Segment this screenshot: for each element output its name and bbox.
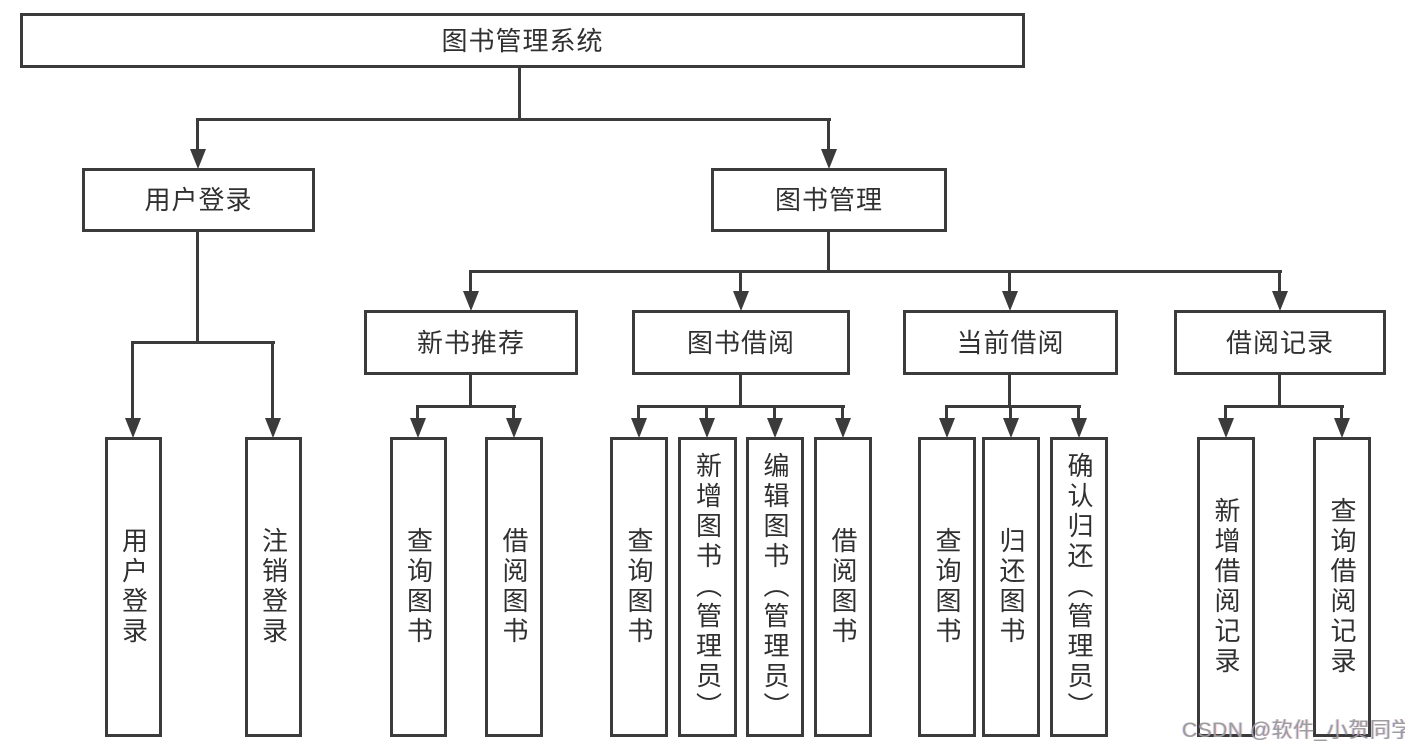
connector-line — [131, 341, 275, 344]
connector-line — [827, 232, 830, 273]
leaf-records-add-record: 新增借阅记录 — [1197, 437, 1255, 737]
connector-line — [518, 68, 521, 118]
leaf-borrow-edit-books-admin: 编辑图书（管理员） — [746, 437, 804, 737]
leaf-borrow-query-books: 查询图书 — [610, 437, 668, 737]
node-current-borrowing: 当前借阅 — [903, 310, 1118, 375]
arrowhead-down-icon — [733, 291, 749, 311]
arrowhead-down-icon — [265, 418, 281, 438]
leaf-records-query-record: 查询借阅记录 — [1313, 437, 1371, 737]
connector-line — [1224, 405, 1344, 408]
arrowhead-down-icon — [410, 418, 426, 438]
connector-line — [512, 405, 515, 420]
arrowhead-down-icon — [835, 418, 851, 438]
arrowhead-down-icon — [1003, 418, 1019, 438]
leaf-borrow-borrow-books: 借阅图书 — [814, 437, 872, 737]
connector-line — [131, 341, 134, 419]
connector-line — [827, 118, 830, 150]
connector-line — [739, 270, 742, 293]
connector-line — [1008, 375, 1011, 408]
arrowhead-down-icon — [939, 418, 955, 438]
leaf-newbook-borrow-books: 借阅图书 — [485, 437, 543, 737]
arrowhead-down-icon — [190, 149, 206, 169]
connector-line — [271, 341, 274, 419]
connector-line — [841, 405, 844, 420]
node-borrowing-records: 借阅记录 — [1174, 310, 1386, 375]
connector-line — [1340, 405, 1343, 420]
arrowhead-down-icon — [699, 418, 715, 438]
connector-line — [945, 405, 1081, 408]
connector-line — [1224, 405, 1227, 420]
leaf-current-return-books: 归还图书 — [982, 437, 1040, 737]
connector-line — [1077, 405, 1080, 420]
node-book-borrowing: 图书借阅 — [632, 310, 850, 375]
arrowhead-down-icon — [1002, 291, 1018, 311]
connector-line — [469, 270, 472, 293]
arrowhead-down-icon — [821, 149, 837, 169]
connector-line — [1278, 375, 1281, 408]
connector-line — [1008, 270, 1011, 293]
connector-line — [196, 232, 199, 343]
leaf-borrow-add-books-admin: 新增图书（管理员） — [678, 437, 737, 737]
connector-line — [637, 405, 845, 408]
connector-line — [1009, 405, 1012, 420]
connector-line — [637, 405, 640, 420]
connector-line — [469, 375, 472, 408]
leaf-logout: 注销登录 — [245, 437, 302, 737]
leaf-newbook-query-books: 查询图书 — [390, 437, 447, 737]
node-library-system: 图书管理系统 — [20, 13, 1025, 68]
arrowhead-down-icon — [767, 418, 783, 438]
connector-line — [773, 405, 776, 420]
leaf-current-confirm-return-admin: 确认归还（管理员） — [1050, 437, 1108, 737]
arrowhead-down-icon — [631, 418, 647, 438]
connector-line — [705, 405, 708, 420]
node-book-management: 图书管理 — [711, 168, 947, 232]
watermark: CSDN @软件_小贺同学 — [1182, 719, 1405, 742]
arrowhead-down-icon — [1272, 291, 1288, 311]
arrowhead-down-icon — [506, 418, 522, 438]
arrowhead-down-icon — [125, 418, 141, 438]
connector-line — [416, 405, 516, 408]
arrowhead-down-icon — [1071, 418, 1087, 438]
node-new-book-recommend: 新书推荐 — [364, 310, 578, 375]
arrowhead-down-icon — [463, 291, 479, 311]
connector-line — [945, 405, 948, 420]
connector-line — [739, 375, 742, 408]
connector-line — [469, 270, 1282, 273]
leaf-user-login: 用户登录 — [105, 437, 162, 737]
leaf-current-query-books: 查询图书 — [918, 437, 976, 737]
node-user-login: 用户登录 — [82, 168, 315, 232]
connector-line — [416, 405, 419, 420]
arrowhead-down-icon — [1218, 418, 1234, 438]
connector-line — [1278, 270, 1281, 293]
connector-line — [196, 118, 831, 121]
connector-line — [196, 118, 199, 150]
arrowhead-down-icon — [1334, 418, 1350, 438]
